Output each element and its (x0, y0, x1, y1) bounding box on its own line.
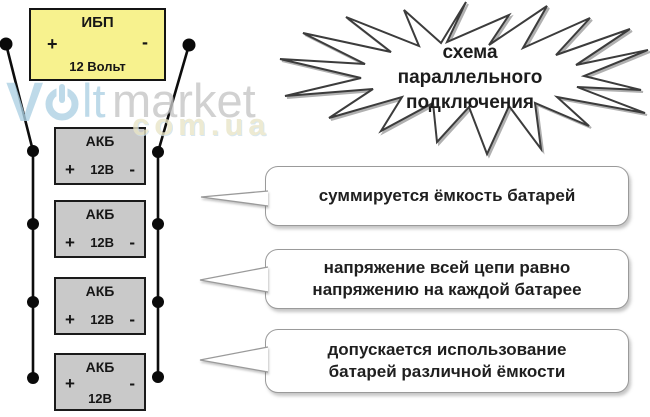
ups-voltage-label: 12 Вольт (69, 59, 126, 74)
watermark-market-word: market (112, 74, 256, 127)
right-node-dot-3 (152, 296, 164, 308)
power-button-icon (45, 83, 79, 121)
battery-title: АКБ (85, 133, 115, 149)
watermark: V lt market com.ua (0, 70, 320, 146)
starburst-title: схема параллельного подключения (346, 40, 594, 115)
ups-minus-node-dot (182, 38, 196, 52)
left-node-dot-1 (27, 145, 39, 157)
battery-box-3: АКБ + 12В - (54, 277, 146, 335)
battery-plus-label: + (65, 159, 75, 179)
battery-title: АКБ (85, 206, 115, 222)
battery-box-1: АКБ + 12В - (54, 127, 146, 185)
battery-minus-label: - (129, 374, 135, 393)
callout-tail-2 (199, 266, 269, 293)
starburst-title-line: схема (442, 42, 498, 63)
battery-voltage-label: 12В (90, 312, 115, 327)
callout-text-line: батарей различной ёмкости (328, 362, 566, 381)
battery-box-2: АКБ + 12В - (54, 200, 146, 258)
left-node-dot-4 (27, 372, 39, 384)
callout-text-line: допускается использование (327, 340, 567, 359)
battery-minus-label: - (129, 159, 135, 179)
battery-terminals-row: + 12В - (65, 309, 135, 329)
callout-voltage-equal: напряжение всей цепи равно напряжению на… (265, 249, 629, 309)
battery-terminals-row: + 12В - (65, 232, 135, 252)
watermark-domain: com.ua (132, 107, 271, 142)
callout-tail-1 (200, 190, 269, 207)
battery-plus-label: + (65, 374, 75, 393)
callout-capacity-sums: суммируется ёмкость батарей (265, 166, 629, 226)
battery-terminals-row: + - (65, 374, 135, 393)
battery-title: АКБ (85, 359, 115, 375)
callout-text-line: суммируется ёмкость батарей (318, 186, 576, 205)
callout-text-line: напряжение всей цепи равно (323, 258, 571, 277)
battery-minus-label: - (129, 232, 135, 252)
callout-text-line: напряжению на каждой батарее (312, 280, 582, 299)
starburst-title-line: подключения (405, 92, 535, 113)
battery-plus-label: + (65, 232, 75, 252)
right-node-dot-4 (152, 371, 164, 383)
right-node-dot-2 (152, 218, 164, 230)
ups-box: ИБП + - 12 Вольт (29, 8, 166, 81)
callout-different-capacity-allowed: допускается использование батарей различ… (265, 329, 629, 393)
battery-plus-label: + (65, 309, 75, 329)
callout-tail-3 (199, 346, 269, 373)
ups-plus-node-dot (0, 37, 13, 51)
right-node-dot-1 (152, 146, 164, 158)
battery-voltage-label: 12В (90, 162, 115, 177)
battery-box-4: АКБ + - 12В (54, 353, 146, 411)
left-node-dot-3 (27, 296, 39, 308)
battery-minus-label: - (129, 309, 135, 329)
ups-title: ИБП (81, 14, 114, 31)
battery-terminals-row: + 12В - (65, 159, 135, 179)
battery-voltage-label: 12В (88, 391, 112, 406)
starburst-title-line: параллельного (397, 67, 543, 88)
ups-plus-label: + (47, 34, 58, 54)
left-node-dot-2 (27, 218, 39, 230)
watermark-lt-letters: lt (82, 74, 106, 127)
ups-minus-label: - (142, 32, 148, 52)
battery-voltage-label: 12В (90, 235, 115, 250)
battery-title: АКБ (85, 283, 115, 299)
watermark-v-letter: V (6, 70, 44, 133)
